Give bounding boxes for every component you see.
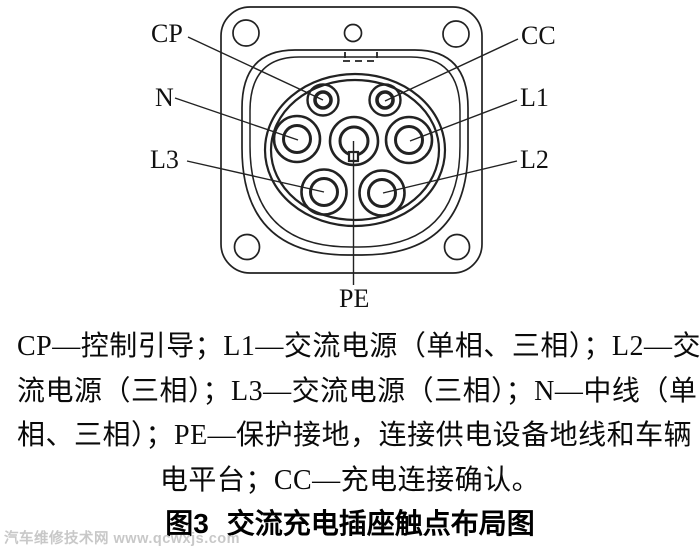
pin-disc-outer: [263, 72, 447, 228]
socket-body-inner-rim: [249, 56, 461, 248]
pin-label-l3: L3: [150, 145, 179, 174]
ac-socket-drawing: CP N L3 CC L1 L2 PE: [150, 6, 556, 313]
leader-line-cp: [187, 36, 324, 101]
legend-line-1: CP—控制引导；L1—交流电源（单相、三相）；L2—交: [17, 331, 700, 362]
pin-label-cp: CP: [151, 19, 183, 48]
leader-line-n: [174, 97, 299, 141]
mounting-hole-bottom-right-icon: [443, 233, 471, 261]
leader-line-cc: [384, 38, 519, 102]
legend-line-2: 流电源（三相）；L3—交流电源（三相）；N—中线（单: [17, 375, 698, 407]
mounting-hole-top-left-icon: [232, 19, 260, 47]
pin-label-l2: L2: [520, 145, 549, 174]
pilot-hole-top-center-icon: [343, 23, 363, 43]
pin-legend: CP—控制引导；L1—交流电源（单相、三相）；L2—交 流电源（三相）；L3—交…: [0, 325, 700, 503]
mounting-hole-top-right-icon: [442, 20, 470, 48]
figure-title: 交流充电插座触点布局图: [226, 508, 535, 539]
leader-line-l3: [186, 160, 325, 193]
pin-disc-inner: [269, 78, 441, 222]
pin-label-pe: PE: [339, 284, 369, 313]
cc-pin: [368, 83, 402, 117]
figure-caption: 图3 交流充电插座触点布局图: [0, 502, 700, 542]
pin-label-cc: CC: [521, 21, 556, 50]
leader-line-l1: [409, 99, 518, 142]
figure-number: 图3: [165, 508, 209, 539]
n-pin: [272, 114, 322, 164]
keyway-notch-sides: [344, 52, 378, 58]
pin-label-l1: L1: [520, 83, 549, 112]
legend-line-3: 相、三相）；PE—保护接地，连接供电设备地线和车辆: [17, 420, 693, 451]
leader-line-l2: [382, 160, 518, 194]
pin-label-n: N: [155, 83, 174, 112]
ac-socket-diagram: CP N L3 CC L1 L2 PE: [150, 6, 556, 313]
mounting-hole-bottom-left-icon: [233, 233, 261, 261]
watermark-text: 汽车维修技术网 www.qcwxjs.com: [4, 531, 241, 547]
flange-outline: [220, 6, 483, 274]
legend-line-4: 电平台；CC—充电连接确认。: [159, 464, 541, 496]
l3-pin: [300, 168, 348, 216]
socket-body-outline: [241, 49, 469, 256]
l1-pin: [384, 115, 434, 165]
cp-pin: [306, 83, 340, 117]
l2-pin: [358, 169, 406, 217]
